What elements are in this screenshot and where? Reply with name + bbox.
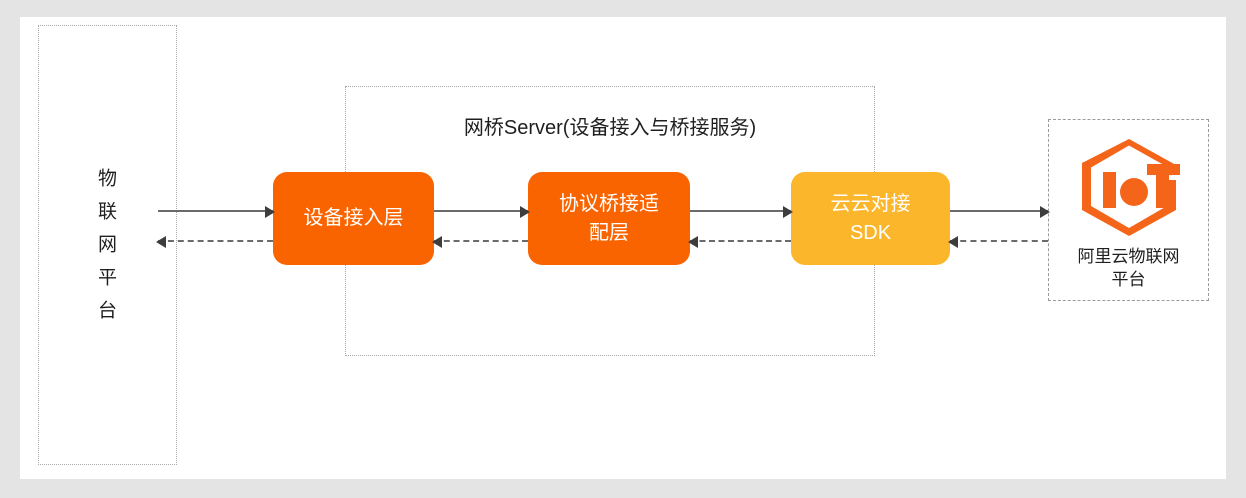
- arrow-left-icon: [432, 236, 442, 248]
- connector-downlink-cloud-sdk-to-protocol-bridge: [688, 236, 791, 248]
- connector-downlink-protocol-bridge-to-device-access: [432, 236, 528, 248]
- iot-platform-label: 物 联 网 平 台: [97, 168, 117, 322]
- alicloud-iot-platform-label: 阿里云物联网 平台: [1077, 247, 1180, 289]
- diagram-canvas: 物 联 网 平 台 网桥Server(设备接入与桥接服务) 设备接入层 协议桥接…: [20, 17, 1226, 479]
- connector-uplink-platform-to-device-access: [158, 206, 275, 218]
- connector-uplink-protocol-bridge-to-cloud-sdk: [690, 206, 793, 218]
- iot-platform-group: 物 联 网 平 台: [38, 25, 177, 465]
- connector-downlink-device-access-to-platform: [156, 236, 273, 248]
- node-device-access-layer-label: 设备接入层: [303, 207, 404, 229]
- arrow-right-icon: [783, 206, 793, 218]
- connector-uplink-device-access-to-protocol-bridge: [434, 206, 530, 218]
- node-protocol-bridge-adapter-layer-label: 协议桥接适 配层: [559, 192, 659, 244]
- bridge-server-title: 网桥Server(设备接入与桥接服务): [463, 117, 757, 139]
- arrow-right-icon: [1040, 206, 1050, 218]
- arrow-left-icon: [688, 236, 698, 248]
- node-device-access-layer[interactable]: 设备接入层: [273, 172, 434, 265]
- node-protocol-bridge-adapter-layer[interactable]: 协议桥接适 配层: [528, 172, 690, 265]
- node-cloud-to-cloud-sdk-label: 云云对接 SDK: [830, 192, 911, 244]
- node-cloud-to-cloud-sdk[interactable]: 云云对接 SDK: [791, 172, 950, 265]
- arrow-right-icon: [520, 206, 530, 218]
- connector-uplink-cloud-sdk-to-alicloud: [950, 206, 1050, 218]
- arrow-right-icon: [265, 206, 275, 218]
- iot-hexagon-logo-icon: [1081, 139, 1180, 236]
- connector-downlink-alicloud-to-cloud-sdk: [948, 236, 1048, 248]
- alicloud-iot-platform-group: 阿里云物联网 平台: [1048, 119, 1209, 301]
- arrow-left-icon: [948, 236, 958, 248]
- arrow-left-icon: [156, 236, 166, 248]
